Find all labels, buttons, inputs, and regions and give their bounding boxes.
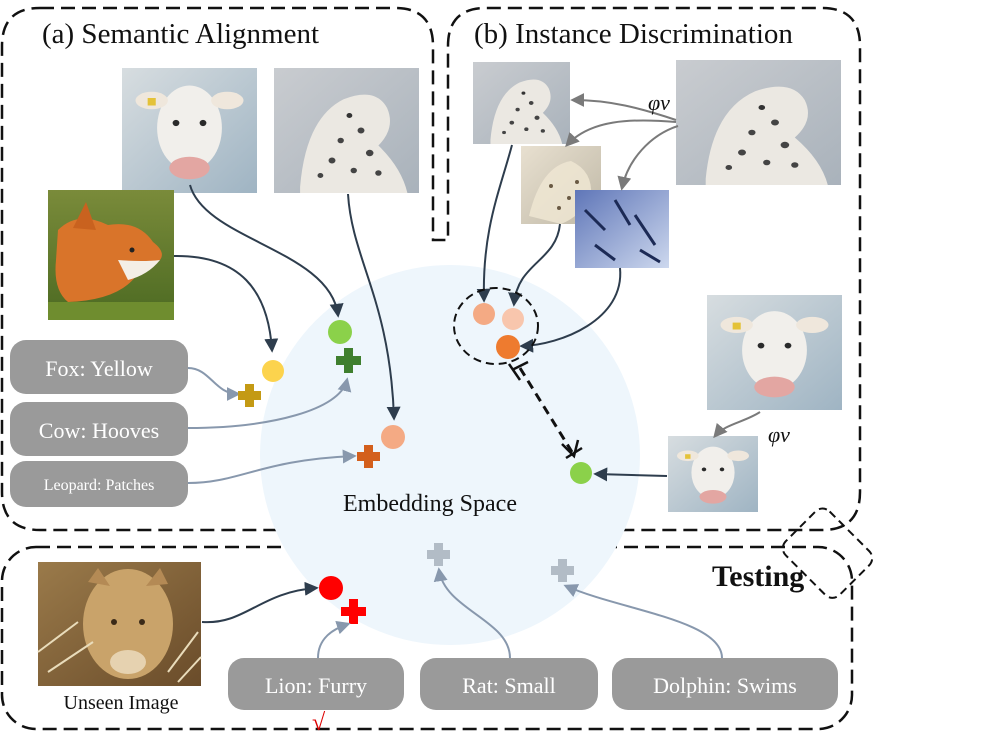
arrow-cow-view-to-green-point	[593, 467, 668, 482]
leopard-view-crop-image	[473, 62, 570, 144]
snow-leopard-image	[274, 68, 419, 193]
dolphin-attribute-pill: Dolphin: Swims	[612, 658, 838, 710]
cow-view-point	[570, 462, 592, 484]
view-point-crop	[473, 303, 495, 325]
lion-prediction-box	[781, 507, 874, 599]
augmentation-label-top: φv	[648, 90, 670, 115]
positive-cluster-ring	[453, 287, 539, 365]
svg-text:Leopard: Patches: Leopard: Patches	[44, 477, 155, 494]
arrow-color-view-to-cluster	[519, 267, 622, 353]
arrow-rat-label-to-cross	[433, 567, 511, 659]
svg-text:Lion: Furry: Lion: Furry	[265, 673, 367, 698]
lion-attribute-cross	[341, 599, 366, 624]
rat-attribute-cross	[427, 543, 450, 566]
arrow-cow-anchor-to-cow-view	[713, 411, 761, 439]
fox-visual-point	[262, 360, 284, 382]
arrow-anchor-to-noise-view	[565, 119, 677, 148]
cow-attribute-cross	[336, 348, 361, 373]
semantic-alignment-panel-frame	[0, 6, 862, 532]
svg-text:Fox: Yellow: Fox: Yellow	[45, 356, 153, 381]
leopard-visual-point	[381, 425, 405, 449]
embedding-space-region	[260, 265, 640, 645]
svg-text:Dolphin: Swims: Dolphin: Swims	[653, 673, 797, 698]
lion-visual-point	[319, 576, 343, 600]
arrow-leopard-to-salmon-point	[347, 193, 401, 421]
view-point-noise	[502, 308, 524, 330]
fox-image	[48, 190, 174, 320]
leopard-attribute-cross	[357, 445, 380, 468]
arrow-anchor-to-crop-view	[570, 93, 677, 121]
svg-text:Cow: Hooves: Cow: Hooves	[39, 418, 159, 443]
cow-anchor-image	[707, 295, 842, 410]
instance-discrimination-title: (b) Instance Discrimination	[474, 18, 793, 50]
cow-view-crop-image	[668, 436, 758, 512]
cow-visual-point	[328, 320, 352, 344]
unseen-image-label: Unseen Image	[64, 692, 179, 714]
cow-attribute-pill: Cow: Hooves	[10, 402, 188, 456]
fox-attribute-pill: Fox: Yellow	[10, 340, 188, 394]
embedding-space-label: Embedding Space	[343, 491, 517, 517]
arrow-cow-to-green-point	[189, 184, 344, 318]
arrow-cow-label-to-green-cross	[187, 377, 352, 429]
lion-image	[37, 562, 202, 686]
augmentation-label-bottom: φv	[768, 422, 790, 447]
rat-attribute-pill: Rat: Small	[420, 658, 598, 710]
leopard-attribute-pill: Leopard: Patches	[10, 461, 188, 507]
correct-checkmark: √	[312, 710, 326, 736]
leopard-view-color-image	[575, 190, 669, 268]
testing-title: Testing	[712, 560, 804, 593]
svg-text:Rat: Small: Rat: Small	[462, 673, 556, 698]
snow-leopard-anchor-image	[676, 60, 841, 185]
cow-image	[122, 68, 257, 193]
arrow-lion-image-to-point	[201, 581, 319, 624]
view-point-color	[496, 335, 520, 359]
fox-attribute-cross	[238, 384, 261, 407]
lion-attribute-pill: Lion: Furry	[228, 658, 404, 710]
semantic-alignment-title: (a) Semantic Alignment	[42, 18, 319, 50]
arrow-anchor-to-color-view	[617, 125, 679, 191]
arrow-dolphin-label-to-cross	[563, 584, 723, 659]
repulsion-arrow	[507, 360, 583, 460]
arrow-fox-to-yellow-point	[173, 254, 279, 353]
arrow-leopard-label-to-orange-cross	[187, 449, 357, 484]
dolphin-attribute-cross	[551, 559, 574, 582]
arrow-lion-label-to-cross	[317, 620, 351, 659]
arrow-crop-view-to-cluster	[476, 144, 513, 303]
arrow-fox-label-to-yellow-cross	[187, 367, 241, 401]
